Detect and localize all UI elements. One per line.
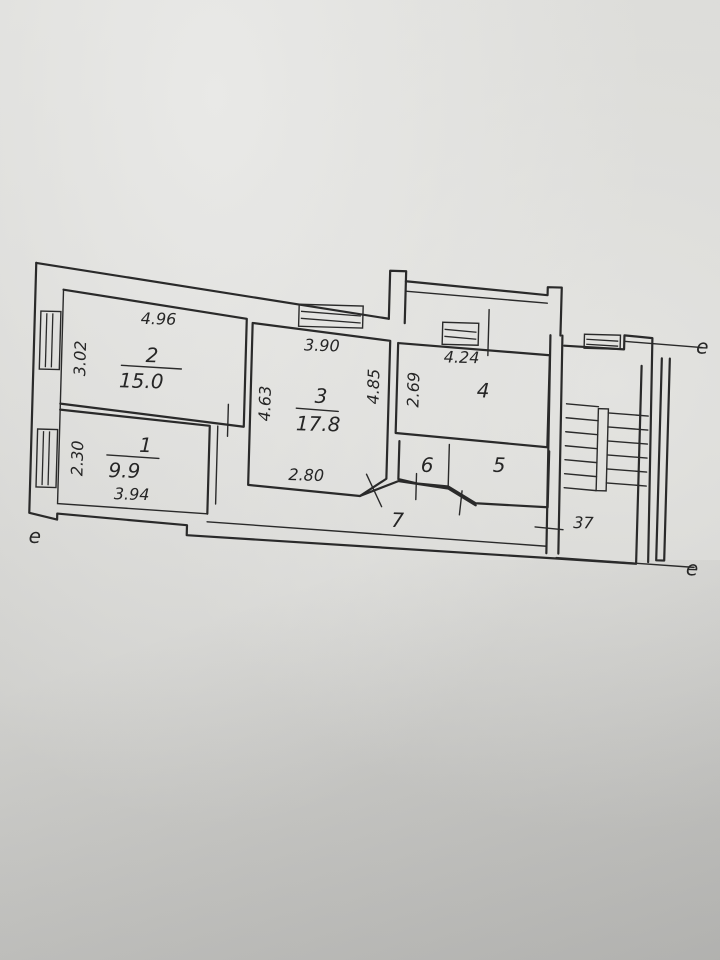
room-5-number: 5: [492, 453, 505, 477]
room-1-area: 9.9: [108, 458, 140, 483]
window-room-4: [441, 321, 480, 346]
room-6-divider: [447, 443, 451, 488]
room-6-number: 6: [420, 453, 433, 477]
party-wall-2: [557, 334, 564, 555]
axis-line-top: [623, 340, 703, 349]
dim-room3-bottom: 2.80: [288, 465, 324, 485]
outer-wall-top-slant: [35, 261, 390, 320]
corridor-door-1: [365, 473, 383, 508]
balcony-rail-inner: [404, 290, 549, 304]
balcony-divider: [487, 308, 490, 357]
room-2-number: 2: [145, 343, 158, 367]
dim-room2-width: 4.96: [140, 309, 176, 329]
room-1-fraction-bar: [106, 454, 160, 460]
axis-mark-right-top: e: [696, 334, 709, 358]
axis-mark-left: e: [28, 524, 41, 548]
corridor-door-2: [415, 472, 418, 501]
dim-room4-height: 2.69: [403, 372, 423, 408]
room-1-door: [214, 425, 219, 505]
room-2-area: 15.0: [119, 368, 164, 393]
party-wall: [545, 334, 552, 555]
room-2-walls: [59, 288, 248, 428]
outer-wall-right: [655, 357, 671, 562]
corridor-door-3: [458, 490, 463, 516]
balcony-walls: [387, 269, 408, 325]
staircase: [563, 333, 654, 564]
dim-room1-height: 2.30: [67, 440, 87, 476]
room-2-door-tick: [226, 403, 230, 438]
room-3-number: 3: [314, 384, 327, 408]
dim-room3-right: 4.85: [363, 368, 383, 404]
room-4-number: 4: [477, 378, 490, 402]
window-left-upper: [38, 310, 62, 371]
axis-line-bottom: [555, 556, 695, 569]
axis-mark-right-bottom: e: [686, 556, 699, 580]
room-3-fraction-bar: [295, 407, 339, 413]
room-7-number: 7: [391, 508, 405, 532]
dim-room2-height: 3.02: [70, 340, 90, 376]
dim-room3-left: 4.63: [255, 385, 275, 421]
room-2-fraction-bar: [120, 364, 183, 370]
room-1-number: 1: [139, 433, 152, 457]
inner-wall-left: [56, 288, 209, 515]
dim-room1-width: 3.94: [114, 484, 150, 504]
room-3-area: 17.8: [296, 411, 341, 436]
window-left-lower: [35, 428, 59, 489]
balcony-rail: [404, 280, 563, 337]
dim-room3-width: 3.90: [304, 335, 340, 355]
window-room-3: [297, 303, 364, 329]
stair-number: 37: [573, 513, 595, 533]
dim-room4-width: 4.24: [444, 347, 480, 367]
inner-wall-bottom: [206, 521, 548, 547]
room-1-walls: [59, 408, 211, 515]
